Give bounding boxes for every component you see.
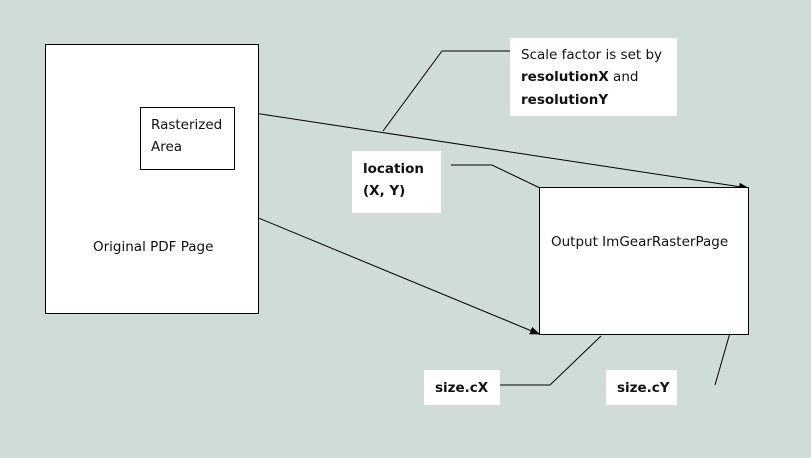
rasterized-area-box [140,107,235,170]
and-word: and [613,69,639,85]
scale-factor-line2: resolutionX and [521,66,638,88]
original-pdf-page [45,44,259,314]
rasterized-area-label-line1: Rasterized [151,117,223,133]
size-cx-callout-leader [500,335,602,386]
size-cx-label: size.cX [435,380,489,396]
size-cx-callout [424,370,500,405]
scale-callout-leader [382,50,510,132]
original-pdf-page-label: Original PDF Page [93,239,214,255]
location-callout [352,151,441,213]
scale-factor-line1: Scale factor is set by [521,47,663,63]
location-callout-leader [451,164,541,189]
projection-arrow-top [233,109,749,191]
location-line2: (X, Y) [363,183,406,199]
size-cy-label: size.cY [617,380,670,396]
output-raster-page [539,187,749,335]
rasterized-area-label-line2: Area [151,139,183,155]
resolution-x-term: resolutionX [521,69,609,85]
location-line1: location [363,161,424,177]
size-cy-callout [606,370,677,405]
output-raster-page-label: Output ImGearRasterPage [551,234,729,250]
resolution-y-term: resolutionY [521,92,609,108]
scale-factor-callout [510,38,677,116]
